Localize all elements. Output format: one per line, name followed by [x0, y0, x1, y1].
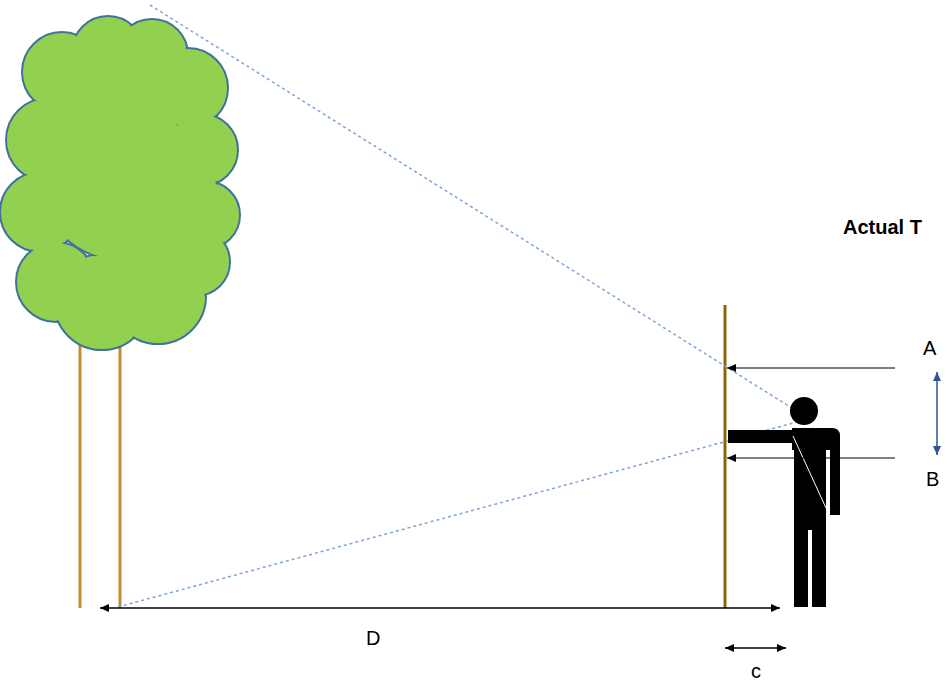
tree-canopy [0, 16, 240, 350]
canopy-fill [82, 137, 219, 274]
measuring-stick [724, 305, 727, 608]
arm-outline [793, 436, 826, 508]
sight-line [150, 5, 795, 410]
ab-dimension-arrow [936, 372, 938, 455]
dimension-label: c [751, 660, 761, 682]
sight-line [118, 422, 797, 607]
point-label: A [923, 337, 936, 359]
title-label: Actual T [843, 216, 922, 238]
dimension-label: D [366, 627, 380, 649]
tree-trunk [119, 330, 122, 608]
distance-dimension [100, 607, 780, 609]
pointer-arrow [727, 458, 895, 459]
pointer-arrow [727, 368, 895, 369]
offset-dimension [725, 647, 786, 649]
point-label: B [926, 468, 939, 490]
tree-trunk [79, 320, 82, 608]
person-silhouette [728, 397, 840, 607]
